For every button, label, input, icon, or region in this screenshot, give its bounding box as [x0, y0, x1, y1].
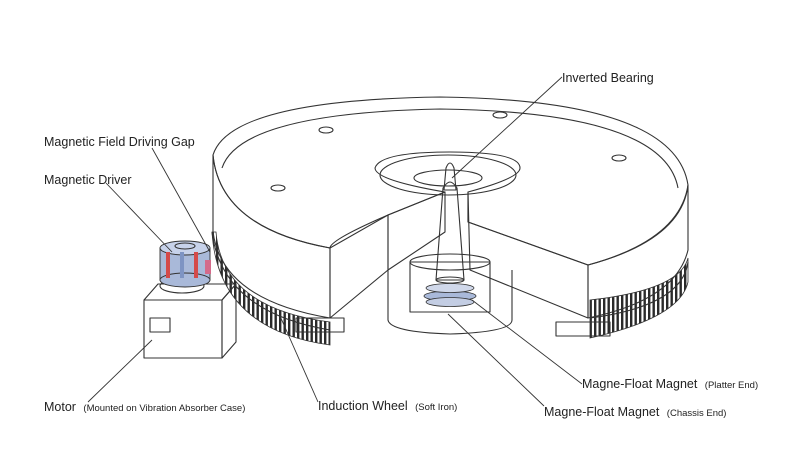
- leader-inverted-bearing: [451, 76, 563, 179]
- hole-icon: [270, 184, 286, 192]
- leader-motor: [87, 339, 153, 403]
- label-wheel-main: Induction Wheel: [318, 399, 408, 413]
- leader-wheel: [279, 315, 319, 403]
- leader-field-gap: [151, 147, 211, 253]
- label-inverted-bearing: Inverted Bearing: [562, 71, 654, 85]
- leader-chassis-magnet: [447, 313, 545, 407]
- hole-icon: [492, 111, 508, 119]
- label-motor-main: Motor: [44, 400, 76, 414]
- label-chassis-magnet: Magne-Float Magnet (Chassis End): [544, 403, 726, 420]
- leader-driver: [105, 182, 173, 253]
- label-driver: Magnetic Driver: [44, 173, 132, 187]
- label-chassis-magnet-main: Magne-Float Magnet: [544, 405, 660, 419]
- label-platter-magnet-main: Magne-Float Magnet: [582, 377, 698, 391]
- label-wheel-sub: (Soft Iron): [415, 402, 457, 413]
- leader-platter-magnet: [471, 299, 583, 385]
- label-chassis-magnet-sub: (Chassis End): [667, 408, 727, 419]
- hole-icon: [611, 154, 627, 162]
- label-platter-magnet-sub: (Platter End): [705, 380, 758, 391]
- label-field-gap: Magnetic Field Driving Gap: [44, 135, 195, 149]
- label-motor-sub: (Mounted on Vibration Absorber Case): [83, 403, 245, 414]
- leader-lines: [87, 76, 583, 407]
- label-motor: Motor (Mounted on Vibration Absorber Cas…: [44, 398, 245, 415]
- platter: [212, 96, 689, 319]
- inverted-bearing: [435, 162, 465, 284]
- bearing-housing: [295, 253, 611, 337]
- motor-assembly: [143, 240, 237, 359]
- hole-icon: [318, 126, 334, 134]
- label-wheel: Induction Wheel (Soft Iron): [318, 397, 457, 414]
- label-platter-magnet: Magne-Float Magnet (Platter End): [582, 375, 758, 392]
